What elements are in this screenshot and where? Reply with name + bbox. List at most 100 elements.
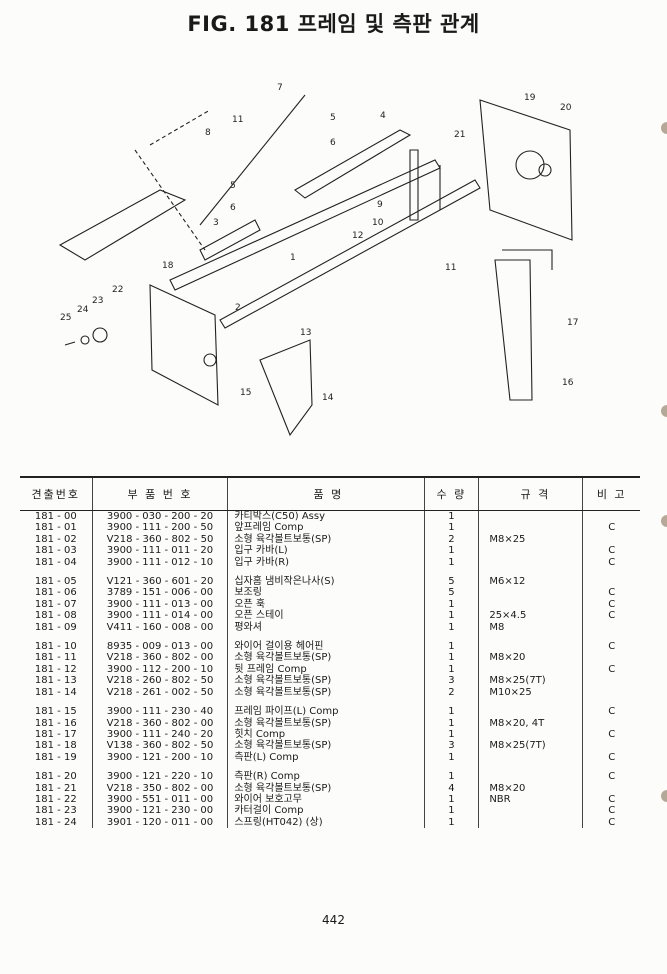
callout-14: 13 xyxy=(300,328,311,338)
qty-cell: 3 xyxy=(424,740,480,752)
callout-8: 8 xyxy=(205,128,211,138)
header-part-no: 부 품 번 호 xyxy=(92,476,229,511)
qty-cell: 1 xyxy=(424,522,480,534)
callout-22: 21 xyxy=(454,130,465,140)
part-no-cell: 3900 - 111 - 230 - 40 xyxy=(92,698,229,718)
part-name-cell: 앞프레임 Comp xyxy=(227,522,425,534)
remarks-cell: C xyxy=(608,793,616,805)
part-no-cell: 3900 - 111 - 014 - 00 xyxy=(92,610,229,622)
part-no-cell: V218 - 360 - 802 - 00 xyxy=(92,652,229,664)
part-name-cell: 힛치 Comp xyxy=(227,728,425,741)
binding-hole-mark xyxy=(661,405,667,417)
ref-no-cell: 181 - 15 xyxy=(20,698,93,718)
ref-no-cell: 181 - 13 xyxy=(20,675,93,687)
qty-cell: 1 xyxy=(424,805,480,817)
header-remarks: 비 고 xyxy=(582,476,640,511)
callout-21: 20 xyxy=(560,103,572,113)
remarks-cell: C xyxy=(608,556,616,568)
part-no-cell: 3900 - 111 - 011 - 20 xyxy=(92,545,229,557)
callout-6b: 6 xyxy=(230,203,236,213)
qty-cell: 1 xyxy=(424,510,480,523)
qty-cell: 1 xyxy=(424,556,480,569)
part-no-cell: V218 - 360 - 802 - 50 xyxy=(92,533,229,546)
spec-cell xyxy=(478,522,584,534)
spec-cell: M8×25 xyxy=(478,533,584,546)
qty-cell: 1 xyxy=(424,610,480,622)
callout-1: 1 xyxy=(290,253,296,263)
qty-cell: 2 xyxy=(424,533,480,546)
qty-cell: 1 xyxy=(424,816,480,829)
qty-cell: 1 xyxy=(424,633,480,653)
qty-cell: 1 xyxy=(424,751,480,764)
header-ref-no: 견출번호 xyxy=(20,476,93,511)
remarks-cell: C xyxy=(608,816,616,828)
spec-cell: M8×25(7T) xyxy=(478,740,584,752)
callout-26: 25 xyxy=(60,313,71,323)
callout-12: 11 xyxy=(445,263,456,273)
ref-no-cell: 181 - 11 xyxy=(20,652,93,664)
part-name-cell: 오픈 스테이 xyxy=(227,610,425,622)
callout-17: 16 xyxy=(562,378,574,388)
ref-no-cell: 181 - 14 xyxy=(20,686,93,699)
spec-cell: M8×20, 4T xyxy=(478,717,584,729)
remarks-cell: C xyxy=(608,706,616,718)
spec-cell xyxy=(478,545,584,557)
callout-9: 9 xyxy=(377,200,383,210)
remarks-cell xyxy=(583,675,640,686)
qty-cell: 1 xyxy=(424,763,480,783)
callout-15: 14 xyxy=(322,393,334,403)
callout-2: 2 xyxy=(235,303,241,313)
part-name-cell: 평와셔 xyxy=(227,621,425,634)
remarks-cell xyxy=(583,718,640,729)
part-name-cell: 와이어 보호고무 xyxy=(227,793,425,806)
spec-cell xyxy=(478,805,584,817)
remarks-cell xyxy=(583,652,640,663)
spec-cell xyxy=(478,763,584,783)
remarks-cell xyxy=(583,534,640,545)
table-header-row: 견출번호 부 품 번 호 품 명 수 량 규 격 비 고 xyxy=(20,476,640,511)
part-name-cell: 십자홈 냄비작은나사(S) xyxy=(227,568,425,588)
part-name-cell: 소형 육각볼트보통(SP) xyxy=(227,686,425,699)
part-no-cell: 3901 - 120 - 011 - 00 xyxy=(92,816,229,829)
qty-cell: 3 xyxy=(424,675,480,687)
qty-cell: 4 xyxy=(424,782,480,794)
qty-cell: 5 xyxy=(424,568,480,588)
remarks-cell: C xyxy=(608,728,616,740)
qty-cell: 1 xyxy=(424,598,480,611)
header-part-name: 품 명 xyxy=(227,476,425,511)
ref-no-cell: 181 - 24 xyxy=(20,816,93,829)
header-qty: 수 량 xyxy=(424,476,480,511)
callout-5b: 5 xyxy=(230,181,236,191)
callout-23: 22 xyxy=(112,285,123,295)
spec-cell xyxy=(478,663,584,676)
spec-cell xyxy=(478,698,584,718)
spec-cell xyxy=(478,633,584,653)
part-name-cell: 프레임 파이프(L) Comp xyxy=(227,698,425,718)
part-name-cell: 뒷 프레임 Comp xyxy=(227,663,425,676)
part-no-cell: V218 - 261 - 002 - 50 xyxy=(92,686,229,699)
callout-10: 10 xyxy=(372,218,384,228)
callout-3: 3 xyxy=(213,218,219,228)
callout-25: 24 xyxy=(77,305,89,315)
qty-cell: 1 xyxy=(424,728,480,741)
diagram-drawing: 7 8 11 5 6 4 5 6 3 1 12 9 10 21 19 20 11… xyxy=(58,83,578,437)
ref-no-cell: 181 - 10 xyxy=(20,633,93,653)
callout-7: 7 xyxy=(277,83,283,93)
ref-no-cell: 181 - 07 xyxy=(20,598,93,611)
part-no-cell: 3900 - 121 - 220 - 10 xyxy=(92,763,229,783)
page-title: FIG. 181 프레임 및 측판 관계 xyxy=(187,12,480,36)
part-name-cell: 보조링 xyxy=(227,587,425,599)
callout-11: 11 xyxy=(232,115,243,125)
callout-5a: 5 xyxy=(330,113,336,123)
spec-cell: M6×12 xyxy=(478,568,584,588)
